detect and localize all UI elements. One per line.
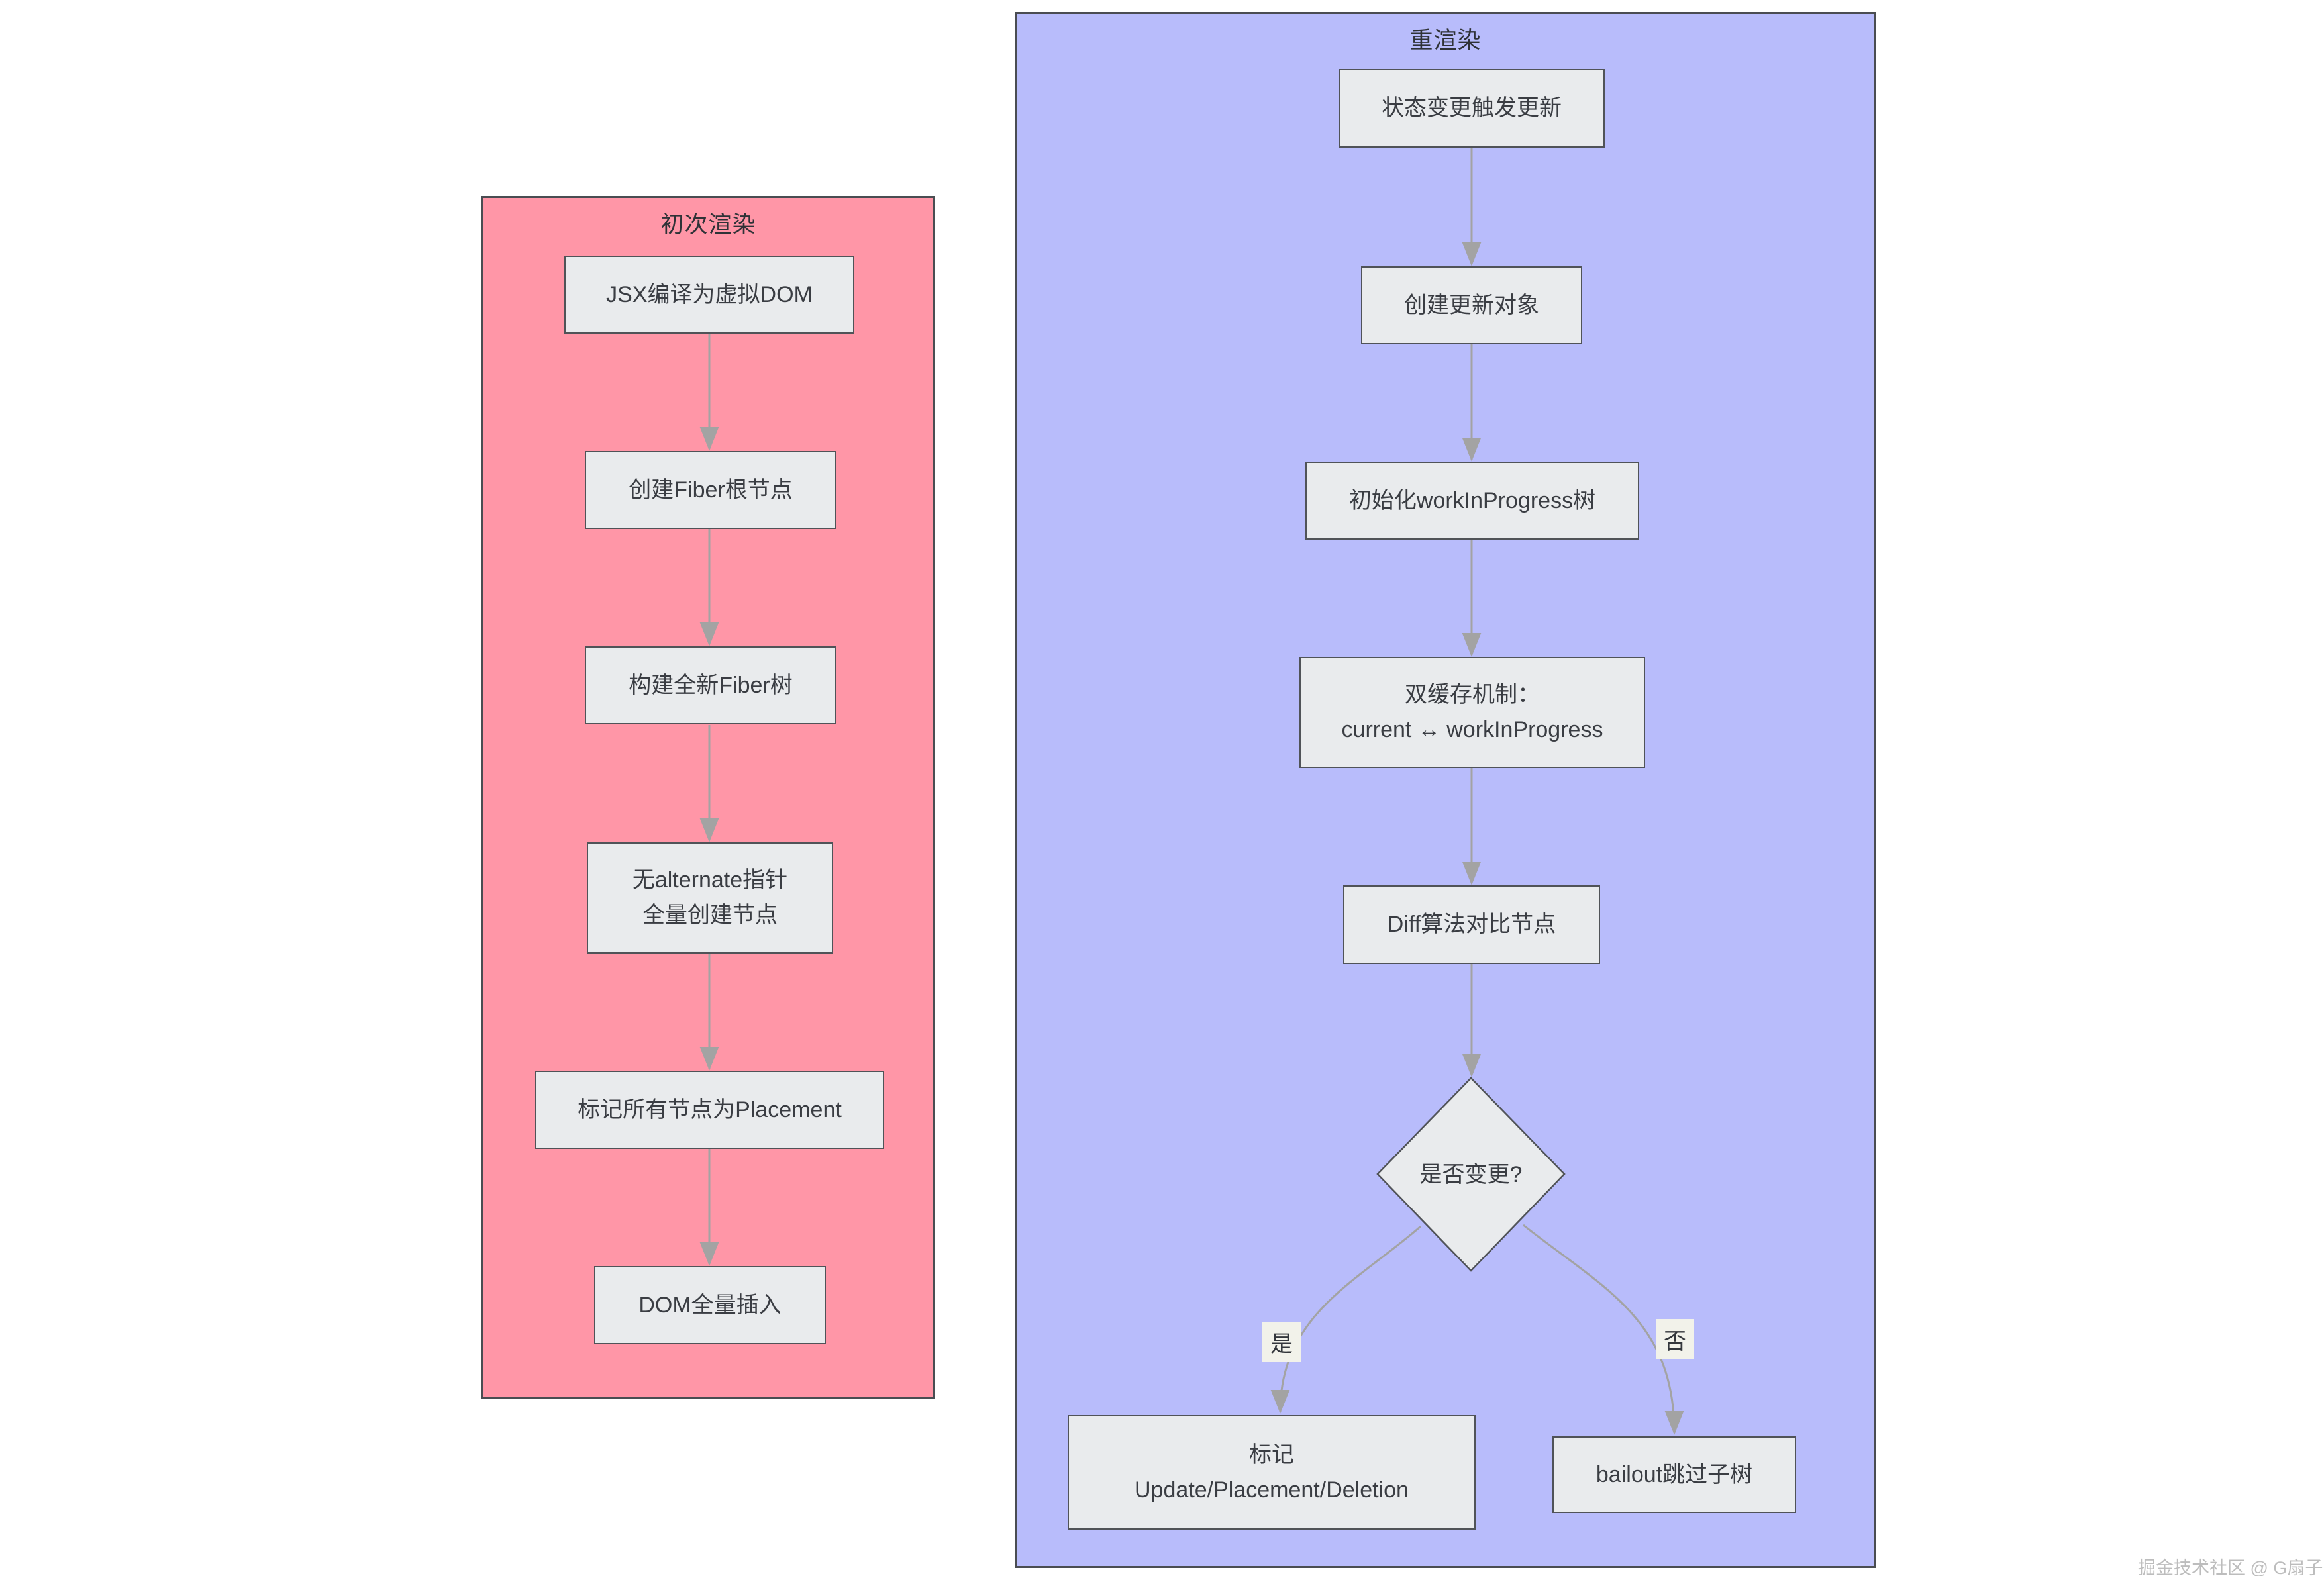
node-create-fiber-root: 创建Fiber根节点 bbox=[585, 451, 836, 529]
node-state-change-trigger: 状态变更触发更新 bbox=[1339, 69, 1605, 148]
node-mark-update-placement-deletion: 标记 Update/Placement/Deletion bbox=[1068, 1415, 1476, 1530]
edge-decision-no bbox=[1523, 1224, 1684, 1435]
edge-decision-yes bbox=[1270, 1225, 1421, 1414]
initial-render-panel-title: 初次渲染 bbox=[660, 212, 756, 238]
node-create-update-object: 创建更新对象 bbox=[1361, 266, 1582, 344]
watermark-text: 掘金技术社区 @ G扇子 bbox=[2138, 1558, 2323, 1576]
node-no-alternate-create-all: 无alternate指针 全量创建节点 bbox=[587, 842, 833, 954]
decision-label: 是否变更? bbox=[1419, 1162, 1523, 1187]
node-init-workinprogress: 初始化workInProgress树 bbox=[1305, 462, 1639, 540]
node-bailout-skip-subtree: bailout跳过子树 bbox=[1552, 1436, 1796, 1513]
rerender-panel-title: 重渲染 bbox=[1409, 28, 1482, 54]
decision-diamond bbox=[1376, 1077, 1566, 1272]
node-mark-all-placement: 标记所有节点为Placement bbox=[535, 1071, 884, 1149]
edge-label-yes: 是 bbox=[1262, 1322, 1301, 1362]
node-build-new-fiber-tree: 构建全新Fiber树 bbox=[585, 646, 836, 724]
edge-label-no: 否 bbox=[1656, 1319, 1694, 1359]
node-double-buffer: 双缓存机制： current ↔ workInProgress bbox=[1299, 657, 1645, 768]
node-diff-compare: Diff算法对比节点 bbox=[1343, 885, 1600, 964]
node-dom-full-insert: DOM全量插入 bbox=[594, 1266, 826, 1344]
node-jsx-compile: JSX编译为虚拟DOM bbox=[564, 256, 854, 334]
